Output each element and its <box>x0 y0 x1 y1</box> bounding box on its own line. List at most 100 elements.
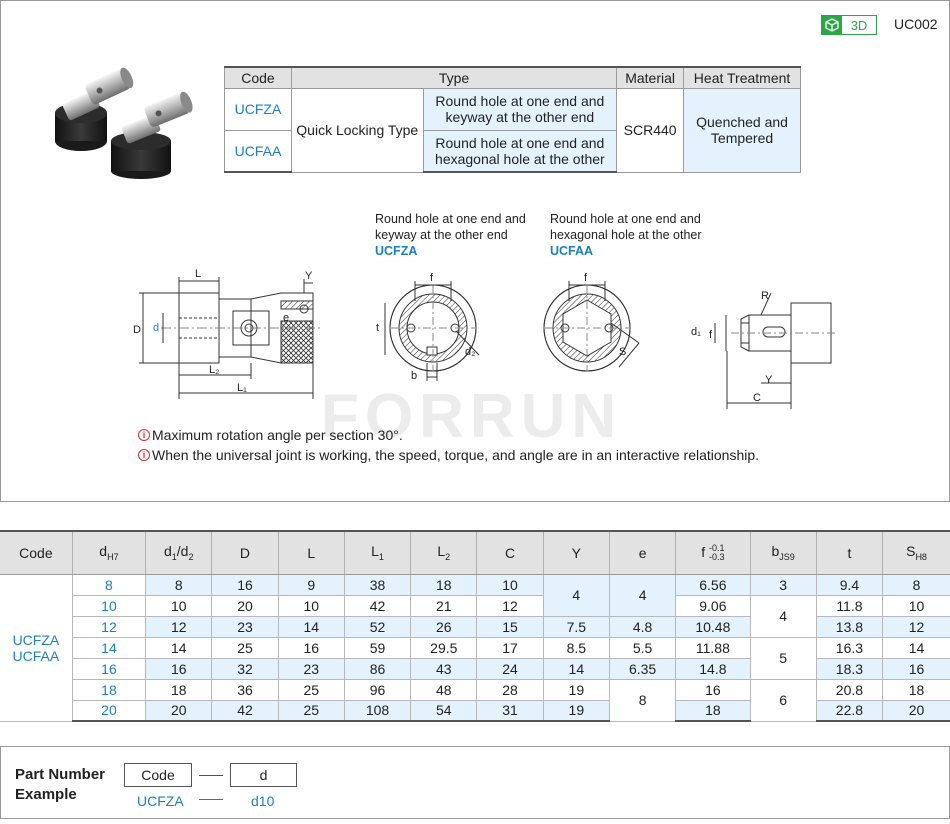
pn-separator <box>199 775 223 776</box>
cell-S: 18 <box>882 678 950 701</box>
part-number-title-line: Part Number <box>15 766 106 783</box>
pn-code-box: Code <box>124 763 192 787</box>
caption-line: Round hole at one end and <box>375 212 526 226</box>
cell-S: 10 <box>882 594 950 617</box>
cell-f: 18 <box>675 699 751 722</box>
3d-label: 3D <box>850 17 868 33</box>
dim-L2: L₂ <box>209 364 219 376</box>
cell-e: 4 <box>608 573 677 617</box>
col-e: e <box>608 530 676 575</box>
note-relationship: i When the universal joint is working, t… <box>138 447 759 463</box>
type-ucfza: Round hole at one end and keyway at the … <box>422 87 618 131</box>
cell-t: 22.8 <box>815 699 884 722</box>
col-L: L <box>277 530 345 575</box>
dim-f: f <box>584 272 588 284</box>
cell-d1d2: 8 <box>145 573 213 596</box>
caption-ucfza: Round hole at one end and keyway at the … <box>375 211 526 259</box>
cell-d1d2: 10 <box>145 594 213 617</box>
type-name: Quick Locking Type <box>290 87 424 173</box>
code-ucfaa[interactable]: UCFAA <box>224 129 292 173</box>
col-S: SH8 <box>882 530 950 575</box>
col-f: f -0.1-0.3 <box>675 530 751 575</box>
code-ucfza[interactable]: UCFZA <box>224 87 292 131</box>
cell-L2: 54 <box>410 699 478 722</box>
cell-S: 12 <box>882 615 950 638</box>
cell-f: 14.8 <box>675 657 751 680</box>
dim-C: C <box>753 392 761 404</box>
header-type: Type <box>290 66 618 89</box>
cell-d1d2: 14 <box>145 636 213 659</box>
note-rotation: i Maximum rotation angle per section 30°… <box>138 427 403 443</box>
caption-line: hexagonal hole at the other <box>550 228 702 242</box>
cell-f: 9.06 <box>675 594 751 617</box>
col-d1d2: d1/d2 <box>145 530 212 575</box>
cell-C: 31 <box>476 699 544 722</box>
cell-e: 4.8 <box>608 615 677 638</box>
cell-L1: 108 <box>343 699 412 722</box>
header-heat-treatment: Heat Treatment <box>683 66 801 89</box>
caption-ucfaa: Round hole at one end and hexagonal hole… <box>550 211 702 259</box>
caption-code[interactable]: UCFZA <box>375 244 418 258</box>
dim-d: d <box>153 322 159 334</box>
cell-f: 6.56 <box>675 573 751 596</box>
type-table: Code Type Material Heat Treatment UCFZA … <box>224 66 801 173</box>
cell-D: 25 <box>211 636 279 659</box>
dim-d2: d₂ <box>465 346 475 358</box>
cell-Y: 8.5 <box>542 636 610 659</box>
cell-b: 3 <box>749 573 817 596</box>
watermark-logo: FORRUN <box>321 382 623 451</box>
header-material: Material <box>616 66 685 89</box>
col-C: C <box>476 530 544 575</box>
cell-e: 8 <box>608 678 677 722</box>
dim-Y: Y <box>765 374 773 386</box>
part-number-panel: Part Number Example Code d UCFZA d10 <box>0 746 950 819</box>
col-L1: L1 <box>343 530 411 575</box>
dim-Y: Y <box>305 270 313 282</box>
technical-drawings: L Y D d e L₂ L₁ f t b d₂ f S R d₁ f Y C <box>133 268 836 409</box>
cell-D: 20 <box>211 594 279 617</box>
dim-f: f <box>430 272 434 284</box>
cell-C: 10 <box>476 573 544 596</box>
cell-C: 12 <box>476 594 544 617</box>
caption-line: keyway at the other end <box>375 228 508 242</box>
caption-line: Round hole at one end and <box>550 212 701 226</box>
cell-b: 5 <box>749 636 817 680</box>
cell-L2: 21 <box>410 594 478 617</box>
cell-S: 16 <box>882 657 950 680</box>
col-d: dH7 <box>71 530 146 575</box>
cell-L1: 96 <box>343 678 412 701</box>
cell-d: 20 <box>72 699 147 722</box>
cell-d: 16 <box>72 657 147 680</box>
cell-L2: 29.5 <box>410 636 478 659</box>
col-b: bJS9 <box>749 530 817 575</box>
page-code: UC002 <box>894 16 938 32</box>
cell-L: 14 <box>277 615 345 638</box>
note-text: Maximum rotation angle per section 30°. <box>152 427 403 443</box>
code-group-cell[interactable]: UCFZA UCFAA <box>0 573 73 722</box>
cell-L2: 48 <box>410 678 478 701</box>
cell-C: 15 <box>476 615 544 638</box>
pn-example-d: d10 <box>251 793 275 809</box>
col-Y: Y <box>542 530 610 575</box>
code-ucfaa[interactable]: UCFAA <box>12 647 60 664</box>
note-text: When the universal joint is working, the… <box>152 447 760 463</box>
cell-C: 28 <box>476 678 544 701</box>
cell-e: 5.5 <box>608 636 677 659</box>
material: SCR440 <box>616 87 685 173</box>
cell-Y: 19 <box>542 678 610 701</box>
cell-Y: 4 <box>542 573 610 617</box>
cell-D: 16 <box>211 573 279 596</box>
dim-f: f <box>709 329 713 341</box>
cell-d1d2: 12 <box>145 615 213 638</box>
cell-b: 6 <box>749 678 817 722</box>
cell-f: 16 <box>675 678 751 701</box>
cell-t: 16.3 <box>815 636 884 659</box>
code-ucfza[interactable]: UCFZA <box>12 631 60 648</box>
cell-L: 9 <box>277 573 345 596</box>
cell-S: 8 <box>882 573 950 596</box>
caption-code[interactable]: UCFAA <box>550 244 594 258</box>
cell-L1: 86 <box>343 657 412 680</box>
cell-L: 25 <box>277 699 345 722</box>
product-photo <box>55 67 193 179</box>
3d-model-button[interactable]: 3D <box>821 15 877 35</box>
